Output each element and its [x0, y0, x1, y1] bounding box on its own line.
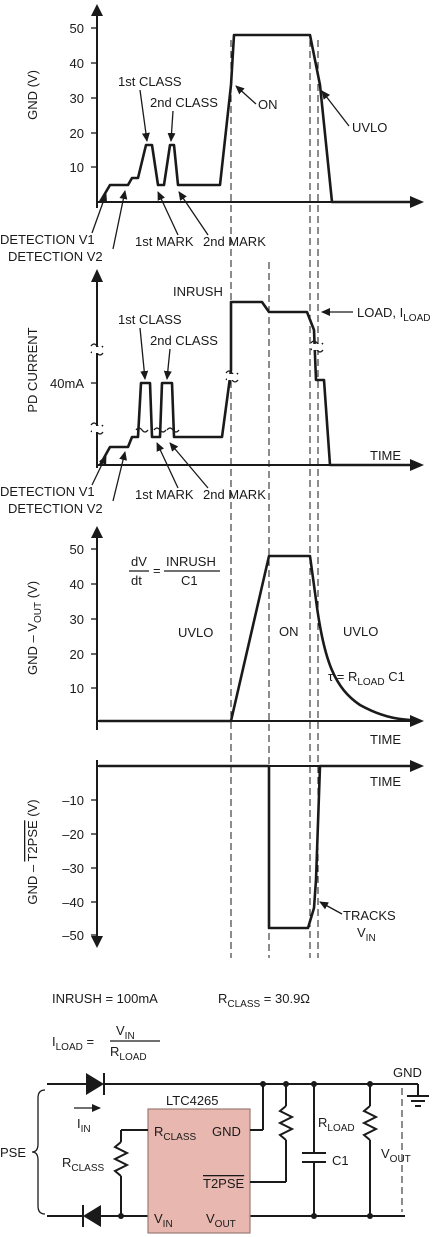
y-axis-label: PD CURRENT — [25, 327, 40, 412]
pin-vin: VIN — [154, 1211, 173, 1230]
y-axis-arrow-icon — [91, 936, 103, 948]
label-equals: = — [153, 563, 161, 578]
label-2nd-class: 2nd CLASS — [150, 95, 218, 110]
tick-minus-20: –20 — [62, 827, 84, 842]
tick-10: 10 — [70, 681, 84, 696]
label-on: ON — [258, 97, 278, 112]
t2pse-pullup-resistor-icon — [277, 1105, 295, 1141]
panel-gnd-minus-t2pse: –10 –20 –30 –40 –50 GND – T2PSE (V) TIME… — [25, 760, 424, 948]
x-axis-arrow-icon — [410, 715, 424, 727]
label-1st-mark: 1st MARK — [135, 234, 194, 249]
tick-20: 20 — [70, 647, 84, 662]
tick-30: 30 — [70, 91, 84, 106]
label-1st-mark: 1st MARK — [135, 487, 194, 502]
tick-minus-30: –30 — [62, 861, 84, 876]
tick-10: 10 — [70, 160, 84, 175]
x-axis-arrow-icon — [410, 760, 424, 772]
tick-minus-40: –40 — [62, 895, 84, 910]
tick-minus-50: –50 — [62, 928, 84, 943]
tick-40: 40 — [70, 577, 84, 592]
label-time: TIME — [370, 774, 401, 789]
label-detection-v1: DETECTION V1 — [0, 484, 95, 499]
label-1st-class: 1st CLASS — [118, 74, 182, 89]
y-axis-label: GND – T2PSE (V) — [25, 799, 40, 904]
label-uvlo-left: UVLO — [178, 625, 213, 640]
tick-40: 40 — [70, 56, 84, 71]
tick-50: 50 — [70, 21, 84, 36]
label-detection-v2: DETECTION V2 — [8, 501, 103, 516]
label-c1-den: C1 — [181, 573, 198, 588]
label-inrush-num: INRUSH — [166, 554, 216, 569]
pin-t2pse: T2PSE — [203, 1176, 245, 1191]
eq-inrush: INRUSH = 100mA — [52, 991, 158, 1006]
tick-40ma: 40mA — [50, 376, 84, 391]
y-axis-label: GND – VOUT (V) — [25, 581, 44, 675]
label-uvlo-right: UVLO — [343, 624, 378, 639]
label-uvlo: UVLO — [352, 120, 387, 135]
panel-pd-current: 40mA PD CURRENT INRUSH LOAD, ILOAD 1st C… — [0, 269, 430, 516]
label-iin: IIN — [77, 1116, 91, 1135]
tick-minus-10: –10 — [62, 793, 84, 808]
label-detection-v2: DETECTION V2 — [8, 249, 103, 264]
pse-brace — [31, 1089, 46, 1215]
rclass-resistor-icon — [112, 1141, 130, 1177]
label-on: ON — [279, 624, 299, 639]
label-rclass: RCLASS — [62, 1155, 105, 1174]
ltc4265-chip — [147, 1108, 251, 1234]
label-inrush: INRUSH — [173, 284, 223, 299]
y-axis-label: GND (V) — [25, 70, 40, 120]
gnd-voltage-trace — [98, 33, 410, 204]
y-axis-arrow-icon — [91, 4, 103, 16]
chip-name: LTC4265 — [166, 1093, 219, 1108]
t2pse-trace — [99, 764, 410, 930]
eq-vin: VIN — [116, 1023, 135, 1042]
equations: INRUSH = 100mA RCLASS = 30.9Ω ILOAD = VI… — [52, 991, 310, 1063]
tick-50: 50 — [70, 542, 84, 557]
label-dv: dV — [131, 554, 147, 569]
label-time: TIME — [370, 448, 401, 463]
eq-rclass: RCLASS = 30.9Ω — [218, 991, 310, 1010]
label-gnd: GND — [393, 1065, 422, 1080]
label-rload: RLOAD — [318, 1115, 355, 1134]
gnd-vout-trace — [99, 554, 411, 723]
label-detection-v1: DETECTION V1 — [0, 232, 95, 247]
pin-vout: VOUT — [206, 1211, 236, 1230]
label-tau: τ = RLOAD C1 — [328, 669, 405, 688]
label-2nd-mark: 2nd MARK — [203, 487, 266, 502]
x-axis-arrow-icon — [410, 196, 424, 208]
label-c1: C1 — [332, 1153, 349, 1168]
tick-30: 30 — [70, 612, 84, 627]
label-2nd-mark: 2nd MARK — [203, 234, 266, 249]
label-2nd-class: 2nd CLASS — [150, 333, 218, 348]
ground-icon — [407, 1095, 429, 1107]
pin-gnd: GND — [212, 1124, 241, 1139]
y-axis-arrow-icon — [91, 526, 103, 538]
label-pse: PSE — [0, 1145, 26, 1160]
label-1st-class: 1st CLASS — [118, 312, 182, 327]
diode-bottom-icon — [83, 1205, 101, 1227]
pin-rclass: RCLASS — [154, 1124, 197, 1143]
panel-gnd-minus-vout: 50 40 30 20 10 GND – VOUT (V) dV dt = IN… — [25, 526, 424, 747]
label-vin: VIN — [357, 925, 376, 944]
label-time: TIME — [370, 732, 401, 747]
x-axis-arrow-icon — [410, 459, 424, 471]
tick-20: 20 — [70, 126, 84, 141]
rload-resistor-icon — [361, 1105, 379, 1141]
eq-rload: RLOAD — [110, 1044, 147, 1063]
panel-gnd-voltage: 50 40 30 20 10 GND (V) 1st CLASS 2nd CLA… — [0, 4, 424, 264]
schematic: PSE IIN LTC4265 RCLASS GND T2PSE VIN VOU… — [0, 1065, 429, 1234]
label-dt: dt — [131, 573, 142, 588]
diode-top-icon — [86, 1073, 104, 1095]
label-tracks: TRACKS — [343, 908, 396, 923]
label-load-iload: LOAD, ILOAD — [357, 305, 430, 324]
y-axis-arrow-icon — [91, 269, 103, 282]
label-vout: VOUT — [381, 1146, 411, 1165]
eq-iload: ILOAD = — [52, 1034, 94, 1053]
